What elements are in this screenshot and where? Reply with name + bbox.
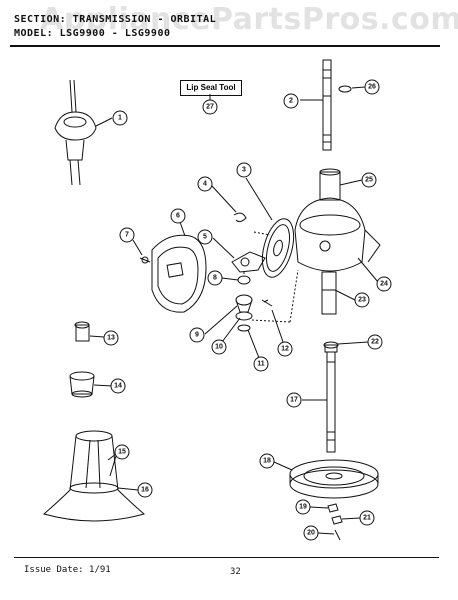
part-cover-plate xyxy=(151,221,207,313)
callout-11: 11 xyxy=(257,361,265,368)
callout-3: 3 xyxy=(242,167,246,174)
page-number: 32 xyxy=(230,567,241,577)
model-title: MODEL: LSG9900 - LSG9900 xyxy=(14,28,171,39)
callout-26: 26 xyxy=(368,84,376,91)
lip-seal-tool-label: Lip Seal Tool xyxy=(180,80,242,96)
callout-23: 23 xyxy=(358,297,366,304)
section-title: SECTION: TRANSMISSION - ORBITAL xyxy=(14,14,217,25)
part-bushing xyxy=(74,321,105,342)
part-orbital-assembly xyxy=(54,79,113,186)
callout-19: 19 xyxy=(299,504,307,511)
callout-20: 20 xyxy=(307,530,315,537)
part-fasteners xyxy=(309,503,361,541)
header-rule xyxy=(10,45,440,47)
callout-1: 1 xyxy=(118,115,122,122)
callout-18: 18 xyxy=(263,458,271,465)
part-agitator-base xyxy=(42,430,146,522)
part-drive-shaft xyxy=(302,351,336,453)
issue-date: Issue Date: 1/91 xyxy=(24,565,111,575)
part-bearing xyxy=(323,341,369,353)
callout-7: 7 xyxy=(125,232,129,239)
callout-10: 10 xyxy=(215,344,223,351)
callout-12: 12 xyxy=(281,346,289,353)
callout-8: 8 xyxy=(213,275,217,282)
part-seal-cup xyxy=(69,371,113,398)
callout-24: 24 xyxy=(380,281,388,288)
callout-14: 14 xyxy=(114,383,122,390)
part-pinion-bracket xyxy=(212,237,266,273)
footer-rule xyxy=(14,557,439,558)
callout-22: 22 xyxy=(371,339,379,346)
part-spring-clip xyxy=(233,212,247,223)
callout-6: 6 xyxy=(176,213,180,220)
part-screw xyxy=(132,239,151,264)
callout-markers: 1 2 3 4 5 6 7 8 9 10 11 12 13 xyxy=(103,79,392,541)
callout-9: 9 xyxy=(195,332,199,339)
callout-21: 21 xyxy=(363,515,371,522)
callout-15: 15 xyxy=(118,449,126,456)
part-gear xyxy=(245,177,295,278)
part-pulley xyxy=(273,459,379,499)
callout-5: 5 xyxy=(203,234,207,241)
callout-27: 27 xyxy=(206,104,214,111)
assembly-guide-lines xyxy=(243,231,299,323)
part-o-ring xyxy=(338,85,352,93)
callout-2: 2 xyxy=(289,98,293,105)
part-pin xyxy=(261,299,284,343)
callout-16: 16 xyxy=(141,487,149,494)
callout-17: 17 xyxy=(290,397,298,404)
part-transmission-housing xyxy=(294,168,381,315)
callout-25: 25 xyxy=(365,177,373,184)
callout-13: 13 xyxy=(107,335,115,342)
part-shaft xyxy=(300,59,332,151)
callout-4: 4 xyxy=(203,181,207,188)
part-gear-stack xyxy=(204,275,262,364)
